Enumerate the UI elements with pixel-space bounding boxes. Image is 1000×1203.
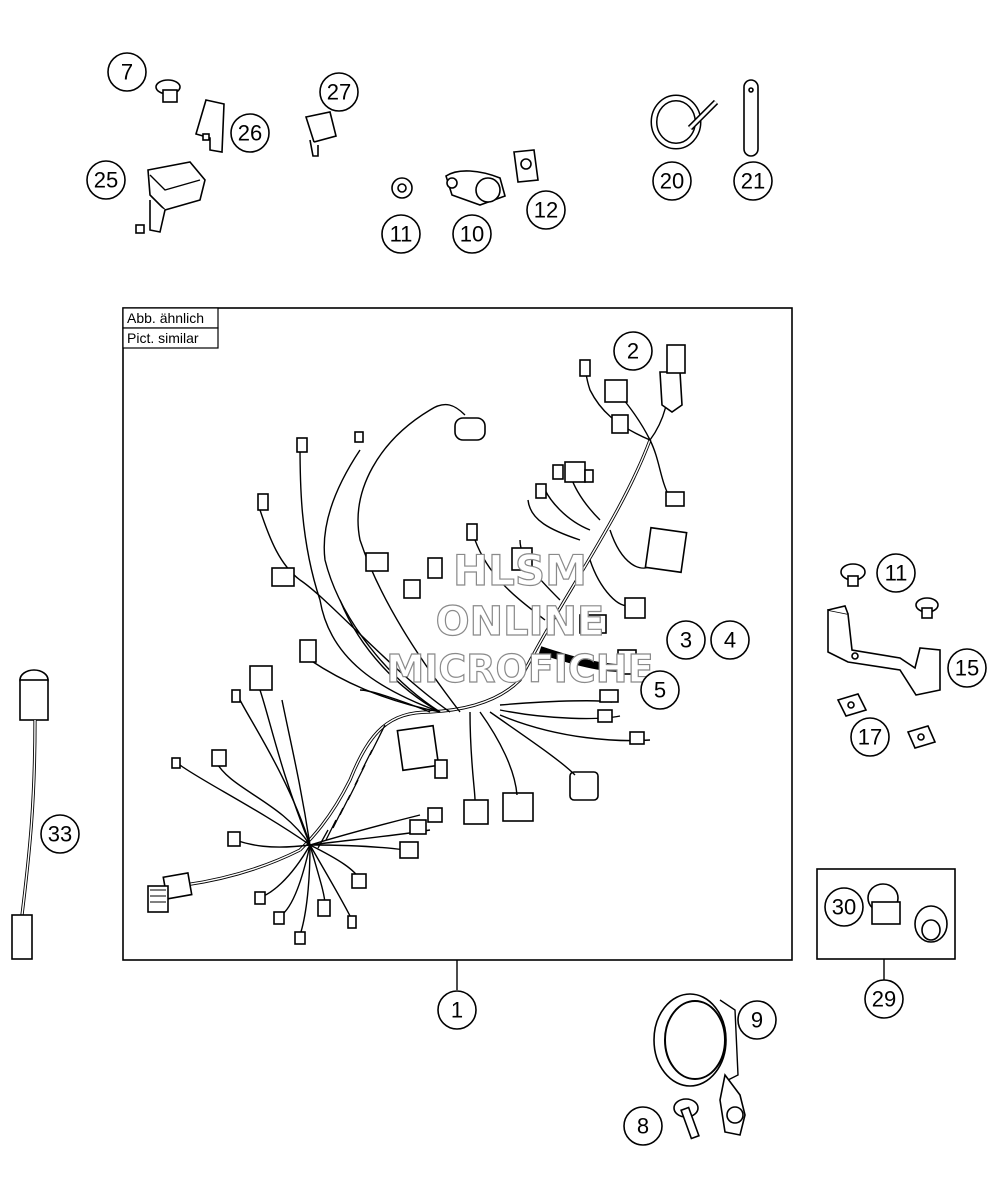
part-8-screw [673,1098,700,1140]
callout-8: 8 [623,1106,663,1146]
part-21-strap [743,79,759,157]
part-20-cable-tie [650,94,719,150]
svg-text:25: 25 [94,168,118,193]
wiring-harness [147,344,688,945]
callout-21: 21 [733,161,773,201]
callout-12: 12 [526,190,566,230]
part-33-sensor-harness [11,669,49,960]
similar-note-en: Pict. similar [127,330,199,346]
svg-text:29: 29 [872,987,896,1012]
watermark: HLSM ONLINE MICROFICHE [386,545,654,691]
callout-5: 5 [640,670,680,710]
svg-text:30: 30 [832,895,856,920]
callout-15: 15 [947,648,987,688]
svg-text:7: 7 [121,60,133,85]
part-11-nut-top [391,177,413,199]
part-11-screws-right [840,563,939,619]
callout-3: 3 [666,620,706,660]
similar-note: Abb. ähnlich Pict. similar [122,307,219,349]
callout-27: 27 [319,72,359,112]
similar-note-de: Abb. ähnlich [127,310,204,326]
svg-text:1: 1 [451,998,463,1023]
svg-text:15: 15 [955,656,979,681]
svg-text:20: 20 [660,169,684,194]
callout-1: 1 [437,990,477,1030]
callout-11-top: 11 [381,214,421,254]
callout-9: 9 [737,1000,777,1040]
svg-text:4: 4 [724,628,736,653]
part-25-relay [135,161,206,234]
watermark-line1: HLSM [453,546,587,595]
callout-11-right: 11 [876,553,916,593]
callouts: 7 27 26 25 11 10 12 20 21 2 3 4 5 11 15 … [40,52,987,1146]
svg-text:26: 26 [238,121,262,146]
part-30-grommet [867,883,948,943]
part-17-clip-nuts [836,693,937,749]
callout-7: 7 [107,52,147,92]
watermark-line2: ONLINE [436,599,605,645]
svg-text:8: 8 [637,1114,649,1139]
callout-25: 25 [86,160,126,200]
svg-text:17: 17 [858,725,882,750]
svg-text:12: 12 [534,198,558,223]
svg-text:2: 2 [627,339,639,364]
svg-text:10: 10 [460,222,484,247]
svg-text:27: 27 [327,80,351,105]
part-26-bracket [195,99,225,153]
watermark-line3: MICROFICHE [386,647,653,691]
part-29-box [816,868,956,960]
callout-20: 20 [652,161,692,201]
callout-2: 2 [613,331,653,371]
part-27-clip [304,111,337,157]
svg-text:21: 21 [741,169,765,194]
part-9-horn [653,993,746,1136]
callout-4: 4 [710,620,750,660]
part-7-screw [155,79,181,103]
svg-text:11: 11 [885,561,908,586]
svg-text:33: 33 [48,822,72,847]
part-12-clip-nut [513,149,539,183]
callout-33: 33 [40,814,80,854]
svg-text:3: 3 [680,628,692,653]
svg-text:11: 11 [390,222,413,247]
callout-17: 17 [850,717,890,757]
svg-text:9: 9 [751,1008,763,1033]
callout-30: 30 [824,887,864,927]
part-10-holder [445,170,506,206]
callout-29: 29 [864,979,904,1019]
svg-text:5: 5 [654,678,666,703]
part-15-bracket [827,605,941,696]
callout-10: 10 [452,214,492,254]
callout-26: 26 [230,113,270,153]
